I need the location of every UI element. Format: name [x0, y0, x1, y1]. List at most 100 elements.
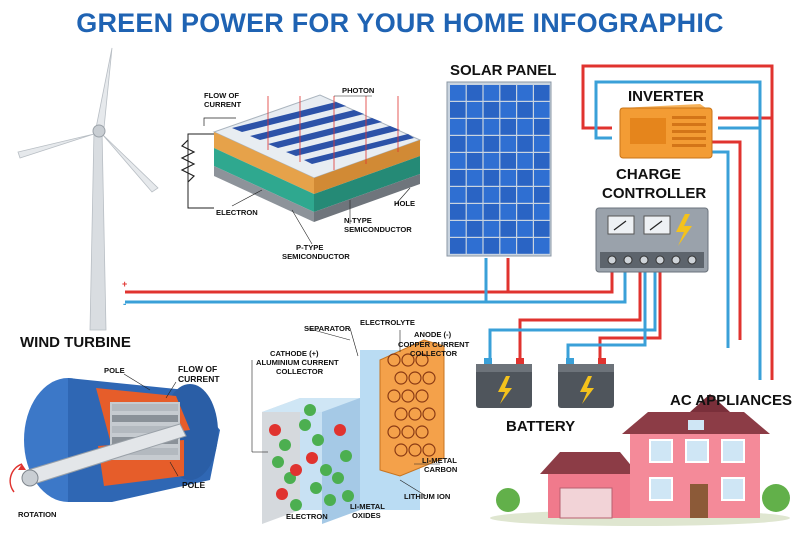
- solar-cell: [450, 153, 466, 169]
- pc-photon-label: PHOTON: [342, 86, 375, 95]
- wire-blue-inverter-top: [594, 80, 762, 140]
- solar-cell: [466, 204, 483, 220]
- li-copper-label-2: COLLECTOR: [410, 349, 458, 358]
- li-particle: [312, 434, 324, 446]
- li-metal-oxides-label-2: OXIDES: [352, 511, 381, 520]
- solar-cell: [500, 238, 516, 254]
- li-particle: [306, 452, 318, 464]
- solar-cell: [500, 153, 516, 169]
- solar-cell: [517, 221, 533, 237]
- carbon-cell: [422, 407, 436, 421]
- solar-cell: [534, 136, 550, 152]
- wire-battery-blue2: [566, 272, 647, 362]
- carbon-cell: [408, 371, 422, 385]
- solar-cell: [517, 204, 533, 220]
- li-particle: [269, 424, 281, 436]
- pc-ptype-label-2: SEMICONDUCTOR: [282, 252, 350, 261]
- inverter-fin: [672, 130, 706, 133]
- li-particle: [342, 490, 354, 502]
- solar-cell: [534, 85, 550, 101]
- solar-cell: [483, 170, 500, 186]
- solar-cell: [483, 119, 500, 135]
- carbon-cell: [394, 407, 408, 421]
- li-particle: [340, 450, 352, 462]
- solar-cell: [500, 136, 516, 152]
- solar-cell: [483, 153, 500, 169]
- li-anode-label: ANODE (-): [414, 330, 452, 339]
- wire-battery-blue: [488, 272, 657, 362]
- wire-blue-main: [125, 272, 627, 304]
- gen-flow-label-1: FLOW OF: [178, 364, 218, 374]
- battery-1: [476, 358, 532, 408]
- li-metal-carbon-label-2: CARBON: [424, 465, 458, 474]
- solar-cell: [466, 85, 483, 101]
- carbon-cell: [415, 425, 429, 439]
- solar-cell: [466, 136, 483, 152]
- charge-controller-label-1: CHARGE: [616, 166, 682, 183]
- carbon-cell: [408, 407, 422, 421]
- solar-cell: [500, 170, 516, 186]
- li-particle: [272, 456, 284, 468]
- solar-cell: [483, 102, 500, 118]
- carbon-cell: [401, 425, 415, 439]
- plus-sign: +: [122, 279, 128, 289]
- solar-cell: [534, 221, 550, 237]
- solar-cell: [483, 221, 500, 237]
- li-metal-carbon-label-1: LI-METAL: [422, 456, 457, 465]
- carbon-cell: [415, 389, 429, 403]
- solar-cell: [517, 170, 533, 186]
- li-particle: [320, 464, 332, 476]
- terminal: [655, 255, 665, 265]
- solar-cell: [450, 102, 466, 118]
- li-copper-label-1: COPPER CURRENT: [398, 340, 470, 349]
- battery-2: [558, 358, 614, 408]
- charge-controller-label-2: CONTROLLER: [602, 185, 707, 202]
- inverter-fin: [672, 144, 706, 147]
- li-cathode-label-3: COLLECTOR: [276, 367, 324, 376]
- wire-battery-red: [518, 272, 642, 362]
- solar-cell: [466, 153, 483, 169]
- solar-cell: [500, 102, 516, 118]
- solar-cell: [483, 85, 500, 101]
- solar-panel-label: SOLAR PANEL: [450, 62, 557, 79]
- solar-cell: [483, 136, 500, 152]
- terminal: [623, 255, 633, 265]
- pc-ptype-label-1: P-TYPE: [296, 243, 324, 252]
- solar-cell: [534, 170, 550, 186]
- carbon-cell: [394, 371, 408, 385]
- solar-cell: [466, 238, 483, 254]
- wire-red-main: [125, 272, 614, 294]
- solar-cell: [450, 119, 466, 135]
- solar-cell: [534, 187, 550, 203]
- li-lithium-ion-label: LITHIUM ION: [404, 492, 451, 501]
- li-particle: [332, 472, 344, 484]
- solar-cell: [517, 153, 533, 169]
- rotor-bar: [112, 426, 178, 433]
- solar-cell: [534, 238, 550, 254]
- li-metal-oxides-label-1: LI-METAL: [350, 502, 385, 511]
- solar-cell: [500, 221, 516, 237]
- solar-cell: [500, 187, 516, 203]
- carbon-cell: [415, 353, 429, 367]
- li-separator-label: SEPARATOR: [304, 324, 351, 333]
- carbon-cell: [387, 425, 401, 439]
- solar-cell: [517, 102, 533, 118]
- solar-cell: [500, 119, 516, 135]
- solar-cell: [450, 136, 466, 152]
- solar-cell: [483, 187, 500, 203]
- pc-ntype-label-1: N-TYPE: [344, 216, 372, 225]
- wind-turbine: [17, 47, 159, 331]
- gen-rotation-label: ROTATION: [18, 510, 57, 519]
- carbon-cell: [401, 389, 415, 403]
- carbon-cell: [422, 371, 436, 385]
- carbon-cell: [422, 443, 436, 457]
- solar-cell: [483, 238, 500, 254]
- rotor-bar: [112, 404, 178, 411]
- li-particle: [299, 419, 311, 431]
- wiring: [125, 64, 774, 380]
- li-particle: [279, 439, 291, 451]
- solar-cell: [500, 85, 516, 101]
- solar-cell: [517, 187, 533, 203]
- pc-flow-label-2: CURRENT: [204, 100, 242, 109]
